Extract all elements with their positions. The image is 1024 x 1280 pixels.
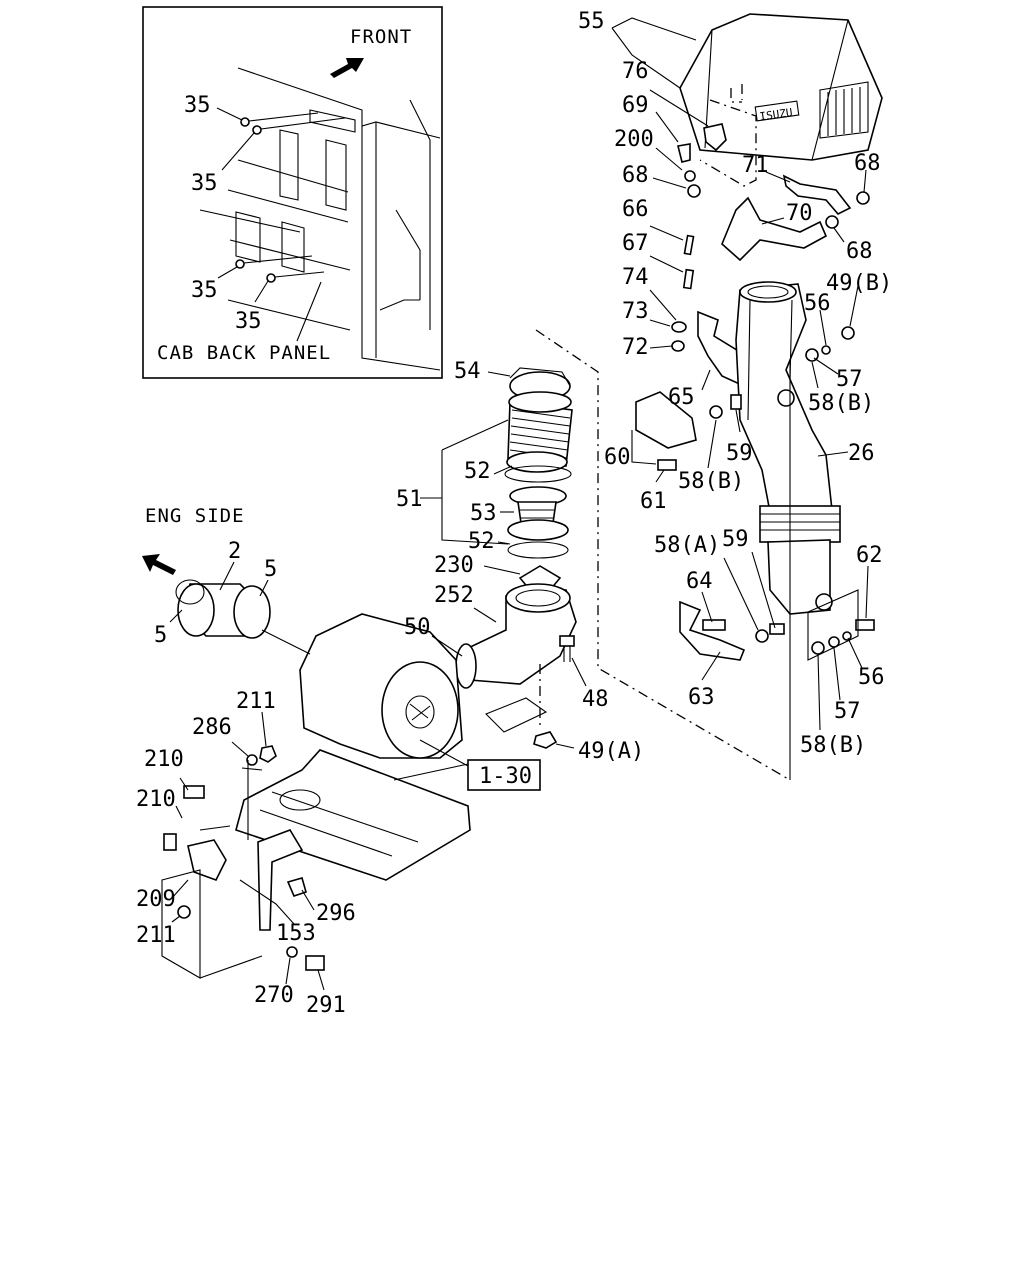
callout-59: 59: [722, 527, 749, 552]
callout-50: 50: [404, 615, 431, 640]
callout-76: 76: [622, 59, 649, 84]
callout-58a: 58(A): [654, 533, 720, 558]
callout-58b: 58(B): [808, 391, 874, 416]
callout-56: 56: [858, 665, 885, 690]
callout-35: 35: [191, 278, 218, 303]
callout-63: 63: [688, 685, 715, 710]
callout-51: 51: [396, 487, 423, 512]
callout-56: 56: [804, 291, 831, 316]
callout-252: 252: [434, 583, 474, 608]
diagram-labels: ENG SIDE 1-30 55 76 69 200 68 66 67 74 7…: [136, 9, 892, 1018]
callout-69: 69: [622, 93, 649, 118]
callout-200: 200: [614, 127, 654, 152]
callout-270: 270: [254, 983, 294, 1008]
callout-52: 52: [464, 459, 491, 484]
isuzu-decal: ISUZU: [759, 106, 794, 123]
callout-72: 72: [622, 335, 649, 360]
callout-71: 71: [742, 153, 769, 178]
callout-35: 35: [191, 171, 218, 196]
callout-68: 68: [622, 163, 649, 188]
callout-153: 153: [276, 921, 316, 946]
assembly-ref-label: 1-30: [479, 764, 532, 789]
callout-296: 296: [316, 901, 356, 926]
callout-211: 211: [236, 689, 276, 714]
leader-lines-left: [169, 371, 587, 991]
intake-cap: [679, 13, 883, 161]
callout-291: 291: [306, 993, 346, 1018]
callout-55: 55: [578, 9, 605, 34]
intake-duct-assembly: ISUZU: [635, 13, 883, 661]
callout-53: 53: [470, 501, 497, 526]
callout-58b: 58(B): [800, 733, 866, 758]
callout-57: 57: [836, 367, 863, 392]
callout-2: 2: [228, 539, 241, 564]
callout-35: 35: [184, 93, 211, 118]
callout-59: 59: [726, 441, 753, 466]
callout-26: 26: [848, 441, 875, 466]
callout-230: 230: [434, 553, 474, 578]
leader-lines-right: [535, 17, 869, 781]
inset-panel: FRONT 35 35 35 35 CAB BACK PANEL: [142, 6, 443, 379]
callout-66: 66: [622, 197, 649, 222]
callout-5: 5: [264, 557, 277, 582]
eng-side-arrow-icon: [142, 554, 176, 575]
callout-57: 57: [834, 699, 861, 724]
callout-70: 70: [786, 201, 813, 226]
callout-68: 68: [846, 239, 873, 264]
callout-67: 67: [622, 231, 649, 256]
callout-68: 68: [854, 151, 881, 176]
callout-35: 35: [235, 309, 262, 334]
cab-back-panel-label: CAB BACK PANEL: [157, 342, 331, 364]
mounting-bracket-assembly: [161, 739, 541, 979]
front-arrow-icon: [330, 58, 364, 78]
callout-73: 73: [622, 299, 649, 324]
air-cleaner-assembly: [142, 367, 577, 759]
callout-210: 210: [136, 787, 176, 812]
front-label: FRONT: [350, 26, 412, 48]
callout-65: 65: [668, 385, 695, 410]
callout-210: 210: [144, 747, 184, 772]
callout-61: 61: [640, 489, 667, 514]
callout-58b: 58(B): [678, 469, 744, 494]
callout-74: 74: [622, 265, 649, 290]
eng-side-label: ENG SIDE: [145, 505, 245, 527]
callout-49b: 49(B): [826, 271, 892, 296]
callout-64: 64: [686, 569, 713, 594]
callout-49a: 49(A): [578, 739, 644, 764]
callout-60: 60: [604, 445, 631, 470]
callout-211: 211: [136, 923, 176, 948]
callout-5: 5: [154, 623, 167, 648]
callout-62: 62: [856, 543, 883, 568]
callout-54: 54: [454, 359, 481, 384]
callout-52: 52: [468, 529, 495, 554]
callout-286: 286: [192, 715, 232, 740]
callout-209: 209: [136, 887, 176, 912]
callout-48: 48: [582, 687, 609, 712]
